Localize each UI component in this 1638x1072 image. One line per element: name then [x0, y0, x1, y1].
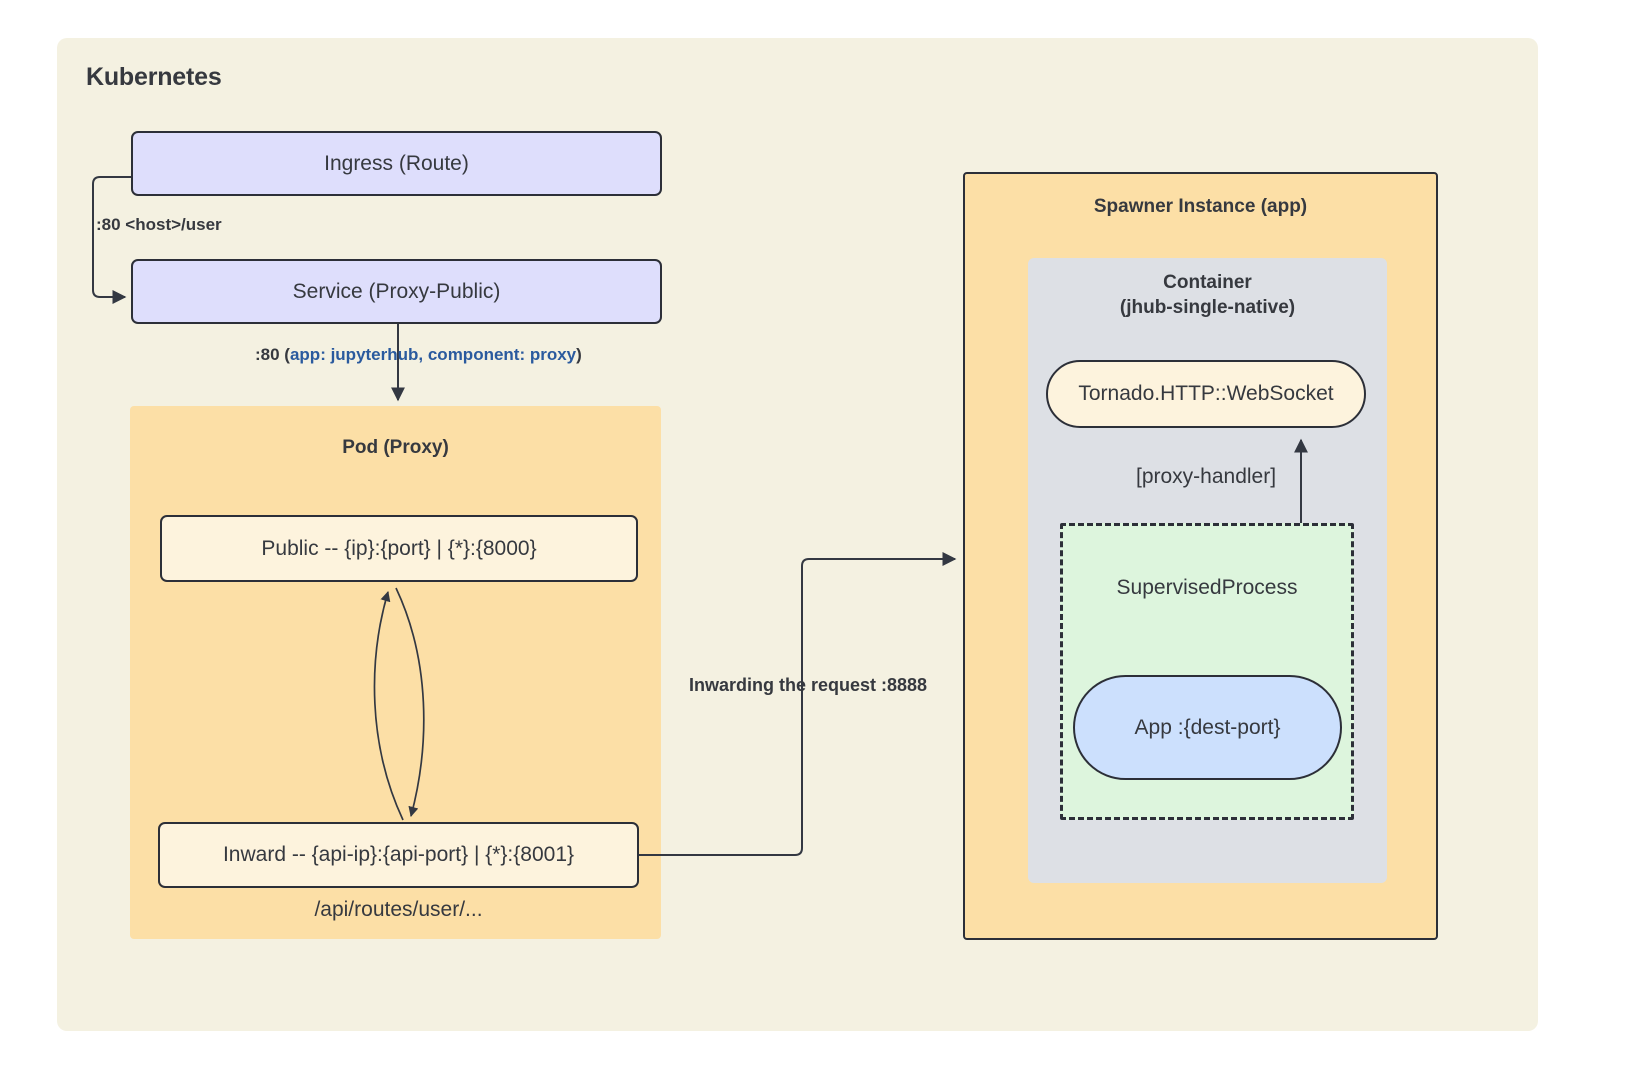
service-to-pod-suffix: )	[576, 345, 582, 364]
ingress-to-service-label: :80 <host>/user	[96, 215, 222, 234]
app-label: App :{dest-port}	[1134, 715, 1281, 739]
service-node[interactable]: Service (Proxy-Public)	[131, 259, 662, 324]
service-to-pod-label: :80 (app: jupyterhub, component: proxy)	[255, 345, 582, 365]
public-node[interactable]: Public -- {ip}:{port} | {*}:{8000}	[160, 515, 638, 582]
kubernetes-title: Kubernetes	[86, 63, 222, 91]
pod-proxy-title: Pod (Proxy)	[342, 437, 449, 458]
ingress-node[interactable]: Ingress (Route)	[131, 131, 662, 196]
service-to-pod-prefix: :80 (	[255, 345, 290, 364]
container-title-line1: Container	[1163, 272, 1252, 293]
inward-label: Inward -- {api-ip}:{api-port} | {*}:{800…	[222, 843, 575, 866]
supervised-process-label: SupervisedProcess	[1116, 576, 1298, 599]
inward-node[interactable]: Inward -- {api-ip}:{api-port} | {*}:{800…	[158, 822, 639, 888]
app-node[interactable]: App :{dest-port}	[1073, 675, 1342, 780]
websocket-label: Tornado.HTTP::WebSocket	[1078, 382, 1334, 405]
proxy-handler-label: [proxy-handler]	[1136, 465, 1277, 488]
inward-route-label: /api/routes/user/...	[314, 898, 483, 921]
inward-to-spawner-label: Inwarding the request :8888	[689, 675, 928, 695]
spawner-instance-title: Spawner Instance (app)	[1093, 196, 1308, 217]
service-to-pod-accent: app: jupyterhub, component: proxy	[289, 345, 577, 364]
public-label: Public -- {ip}:{port} | {*}:{8000}	[261, 536, 537, 560]
websocket-node[interactable]: Tornado.HTTP::WebSocket	[1046, 360, 1366, 428]
service-label: Service (Proxy-Public)	[292, 279, 501, 303]
container-title-line2: (jhub-single-native)	[1119, 297, 1296, 318]
ingress-label: Ingress (Route)	[324, 151, 469, 175]
